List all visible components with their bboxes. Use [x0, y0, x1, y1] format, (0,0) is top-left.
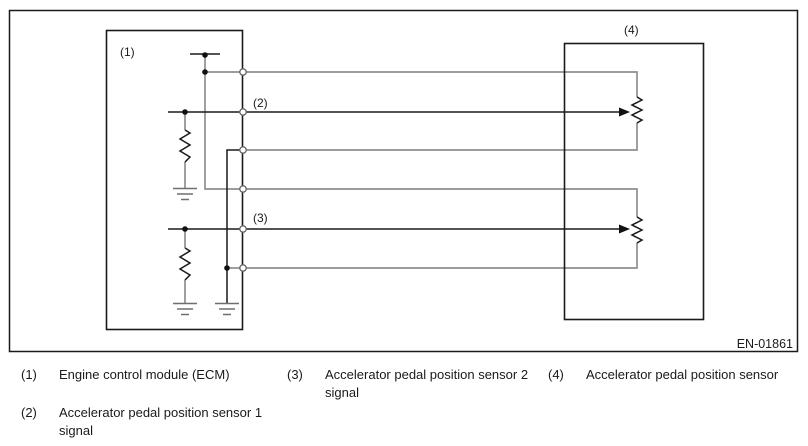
ref-label-1: (1) — [120, 45, 135, 59]
legend-number: (1) — [21, 367, 37, 382]
legend-number: (3) — [287, 367, 303, 382]
legend-line: Engine control module (ECM) — [59, 367, 230, 382]
wiper-arrowhead-2 — [619, 224, 630, 234]
legend-label: Engine control module (ECM) — [59, 366, 230, 384]
ground-icon-1 — [173, 187, 197, 201]
sensor1-supply-wire — [243, 71, 638, 97]
resistor-icon-ecm2 — [178, 247, 192, 281]
connector-pin — [239, 146, 247, 154]
junction-dot — [182, 109, 188, 115]
legend-number: (2) — [21, 405, 37, 420]
sensor-box — [563, 42, 705, 321]
ground-icon-3 — [215, 302, 239, 316]
supply-trunk-wire — [204, 55, 243, 190]
connector-pin — [239, 68, 247, 76]
legend-label: Accelerator pedal position sensor 1 sign… — [59, 404, 262, 440]
ecm-box — [105, 29, 244, 331]
legend-item-2: (2) Accelerator pedal position sensor 1 … — [21, 404, 262, 440]
sensor2-supply-wire — [243, 188, 638, 217]
legend-line: Accelerator pedal position sensor 1 — [59, 405, 263, 420]
legend-line: Accelerator pedal position sensor — [586, 367, 779, 382]
ref-label-2: (2) — [253, 96, 268, 110]
potentiometer-icon-1 — [630, 96, 644, 124]
junction-dot — [224, 265, 230, 271]
legend-line: signal — [325, 385, 359, 400]
legend-line: signal — [59, 423, 93, 438]
ground-trunk-wire — [226, 149, 243, 303]
junction-dot — [202, 69, 208, 75]
ref-label-4: (4) — [624, 23, 639, 37]
legend-line: Accelerator pedal position sensor 2 — [325, 367, 529, 382]
legend-label: Accelerator pedal position sensor 2 sign… — [325, 366, 528, 402]
connector-pin — [239, 264, 247, 272]
sensor2-return-wire — [243, 243, 638, 269]
junction-dot — [182, 226, 188, 232]
connector-pin — [239, 225, 247, 233]
power-supply-icon — [190, 52, 220, 58]
legend-item-3: (3) Accelerator pedal position sensor 2 … — [287, 366, 528, 402]
resistor-icon-ecm1 — [178, 129, 192, 163]
connector-pin — [239, 185, 247, 193]
potentiometer-icon-2 — [630, 216, 644, 244]
legend-number: (4) — [548, 367, 564, 382]
ref-label-3: (3) — [253, 211, 268, 225]
legend-label: Accelerator pedal position sensor — [586, 366, 778, 384]
wiring-diagram: (1) (2) (3) (4) EN-01861 — [8, 9, 799, 353]
connector-pin — [239, 108, 247, 116]
diagram-border — [8, 9, 799, 353]
figure-code: EN-01861 — [737, 337, 793, 351]
legend-item-1: (1) Engine control module (ECM) — [21, 366, 230, 384]
sensor1-return-wire — [243, 123, 638, 151]
wiper-arrowhead-1 — [619, 107, 630, 117]
legend-item-4: (4) Accelerator pedal position sensor — [548, 366, 778, 384]
ground-icon-2 — [173, 302, 197, 316]
power-junction-dot — [202, 52, 208, 58]
